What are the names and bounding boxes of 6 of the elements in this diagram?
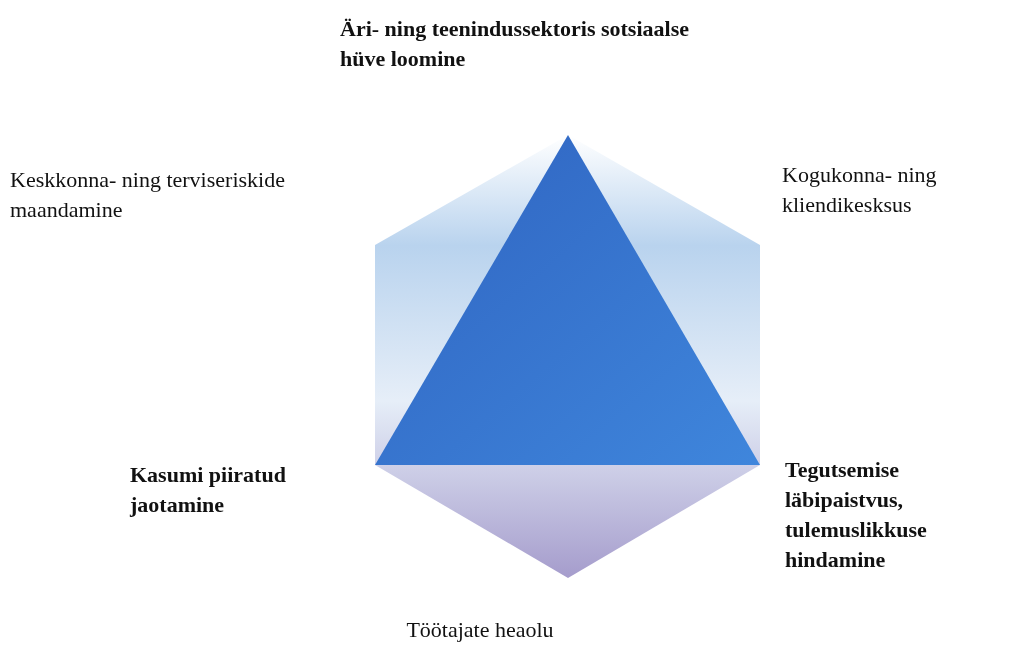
label-text: Tegutsemise läbipaistvus, tulemuslikkuse hindamine [785,456,928,574]
label-text: Kasumi piiratud jaotamine [130,461,287,519]
label-text: Kogukonna- ning kliendikesksus [782,161,938,219]
label-text: Äri- ning teenindussektoris sotsiaalse hüve loomine [340,15,690,73]
label-text: Keskkonna- ning terviseriskide maandamine [10,166,286,224]
label-text: Töötajate heaolu [405,616,555,644]
